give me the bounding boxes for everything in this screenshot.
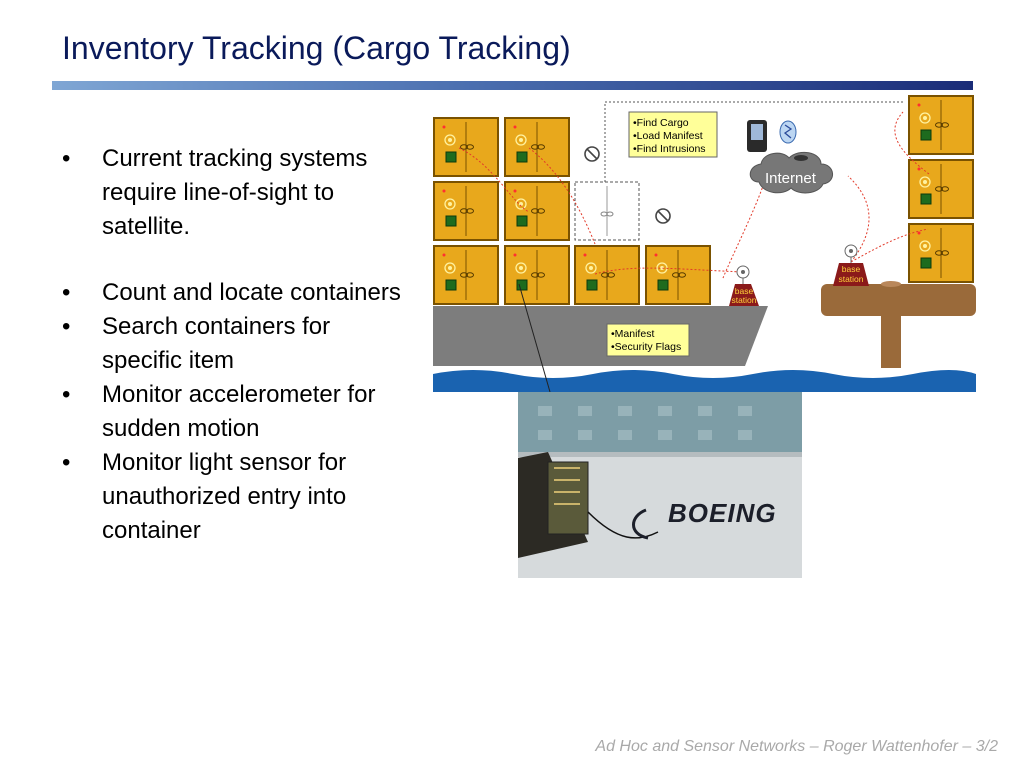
bullet-text: Current tracking systems require line-of… bbox=[102, 145, 368, 240]
callout-line: •Manifest bbox=[611, 328, 654, 340]
base-station-label: base bbox=[842, 264, 861, 274]
slide-footer: Ad Hoc and Sensor Networks – Roger Watte… bbox=[595, 738, 998, 755]
bullet-dot: • bbox=[62, 381, 71, 408]
internet-cloud-icon bbox=[749, 151, 833, 194]
bullet-dot: • bbox=[62, 449, 71, 476]
no-signal-icon bbox=[655, 208, 671, 224]
callout-line: •Security Flags bbox=[611, 341, 681, 353]
slide-title: Inventory Tracking (Cargo Tracking) bbox=[62, 30, 571, 66]
internet-label: Internet bbox=[765, 170, 817, 187]
shore-link bbox=[604, 101, 903, 182]
signal-paths bbox=[458, 111, 930, 279]
sensor-photo: BOEING bbox=[518, 392, 802, 578]
callout-line: •Load Manifest bbox=[633, 130, 703, 142]
bullet-text: Count and locate containers bbox=[102, 279, 401, 306]
wireless-icon bbox=[779, 120, 797, 144]
boeing-logo-text: BOEING bbox=[668, 498, 777, 528]
base-station-label: station bbox=[838, 274, 863, 284]
base-station-label: station bbox=[731, 295, 756, 305]
bullet-item: • Monitor light sensor for unauthorized … bbox=[62, 446, 402, 548]
pier-containers bbox=[908, 95, 974, 283]
callout-line: •Find Intrusions bbox=[633, 143, 706, 155]
shore-callout: •Find Cargo •Load Manifest •Find Intrusi… bbox=[628, 111, 718, 158]
callout-line: •Find Cargo bbox=[633, 117, 689, 129]
no-signal-icon bbox=[584, 146, 600, 162]
bullet-dot: • bbox=[62, 279, 71, 306]
bullet-dot: • bbox=[62, 313, 71, 340]
bullet-item: • Current tracking systems require line-… bbox=[62, 142, 402, 244]
bullet-text: Search containers for specific item bbox=[102, 313, 331, 374]
missing-container-outline bbox=[574, 181, 640, 241]
handheld-device-icon bbox=[747, 120, 767, 152]
base-station-label: base bbox=[735, 286, 754, 296]
bullet-item: • Monitor accelerometer for sudden motio… bbox=[62, 378, 402, 446]
bullet-item: • Search containers for specific item bbox=[62, 310, 402, 378]
bullet-text: Monitor light sensor for unauthorized en… bbox=[102, 449, 347, 544]
base-station-ship: base station bbox=[729, 265, 759, 306]
pier bbox=[821, 281, 976, 368]
bullet-list: • Current tracking systems require line-… bbox=[62, 142, 402, 548]
title-underline-bar bbox=[52, 81, 973, 90]
pointer-line bbox=[518, 283, 551, 392]
bullet-dot: • bbox=[62, 145, 71, 172]
cargo-tracking-diagram: •Find Cargo •Load Manifest •Find Intrusi… bbox=[433, 95, 976, 392]
ship-hull bbox=[433, 306, 768, 366]
bullet-text: Monitor accelerometer for sudden motion bbox=[102, 381, 376, 442]
bullet-item: • Count and locate containers bbox=[62, 276, 402, 310]
ship-callout: •Manifest •Security Flags bbox=[606, 323, 690, 357]
base-station-pier: base station bbox=[833, 244, 869, 286]
water bbox=[433, 370, 976, 392]
